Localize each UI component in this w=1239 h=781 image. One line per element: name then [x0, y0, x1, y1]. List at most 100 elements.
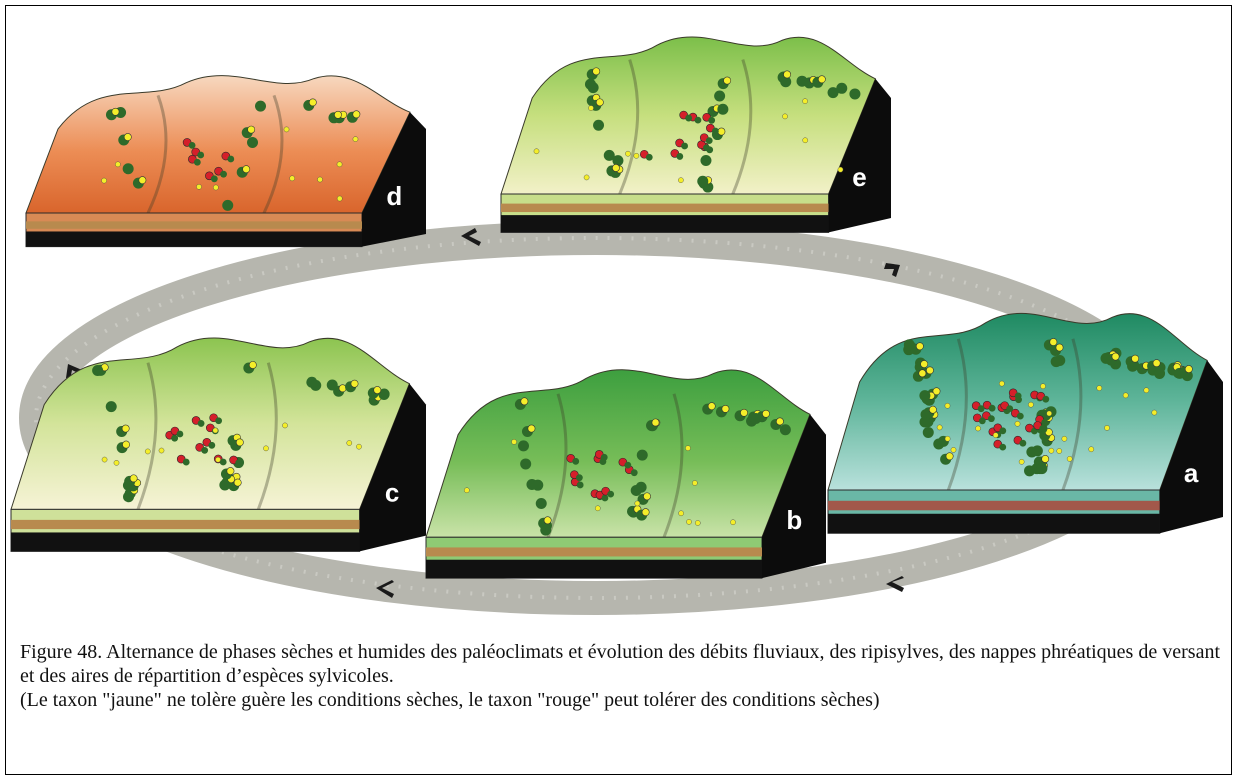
tree-mark [999, 443, 1007, 451]
tree-mark [378, 388, 390, 400]
yellow-taxon-mark [730, 519, 736, 526]
caption-note: (Le taxon "jaune" ne tolère guère les co… [20, 689, 880, 711]
yellow-taxon-mark [928, 405, 937, 414]
yellow-taxon-mark [1041, 455, 1050, 463]
tree-mark [630, 485, 642, 497]
block-side-face [1159, 360, 1223, 534]
tree-mark [600, 453, 608, 461]
tree-mark [587, 82, 599, 94]
yellow-taxon-mark [356, 443, 362, 450]
tree-mark [201, 446, 209, 454]
yellow-taxon-mark [158, 447, 165, 454]
yellow-taxon-mark [918, 369, 927, 378]
tree-mark [624, 461, 632, 469]
tree-mark [247, 137, 259, 149]
tree-mark [517, 440, 529, 452]
tree-mark [703, 144, 710, 152]
tree-mark [535, 497, 547, 509]
yellow-taxon-mark [634, 500, 641, 507]
tree-mark [1016, 412, 1024, 420]
yellow-taxon-mark [1049, 338, 1058, 346]
tree-mark [1039, 425, 1047, 432]
tree-mark [176, 430, 184, 438]
landscape-block-b: b [425, 369, 826, 579]
yellow-taxon-mark [936, 424, 943, 431]
yellow-taxon-mark [762, 409, 770, 418]
tree-mark [310, 379, 322, 391]
yellow-taxon-mark [975, 425, 981, 432]
tree-mark [603, 149, 615, 161]
soil-layer [11, 519, 360, 530]
arrow-icon-e-to-a [884, 263, 900, 277]
yellow-taxon-mark [802, 137, 809, 144]
tree-mark [1100, 352, 1112, 364]
yellow-taxon-mark [1055, 343, 1064, 352]
tree-mark [676, 153, 684, 160]
tree-mark [123, 491, 135, 503]
tree-mark [220, 170, 227, 178]
tree-mark [593, 119, 605, 131]
tree-mark [188, 142, 196, 149]
yellow-taxon-mark [920, 360, 929, 368]
arrow-icon-b-to-c [376, 580, 394, 598]
yellow-taxon-mark [212, 427, 219, 434]
block-label-c: c [385, 477, 399, 507]
block-surface [25, 75, 411, 214]
tree-mark [601, 494, 609, 502]
yellow-taxon-mark [233, 478, 242, 487]
tree-mark [92, 364, 104, 376]
yellow-taxon-mark [1061, 435, 1068, 442]
yellow-taxon-mark [215, 456, 221, 463]
yellow-taxon-mark [373, 386, 382, 394]
tree-mark [645, 153, 653, 161]
tree-mark [697, 175, 709, 187]
tree-mark [636, 449, 648, 461]
soil-layer [426, 547, 762, 557]
yellow-taxon-mark [707, 402, 716, 411]
yellow-taxon-mark [289, 175, 295, 182]
valley-line [946, 338, 968, 491]
yellow-taxon-mark [1096, 385, 1103, 391]
tree-mark [827, 87, 839, 99]
tree-mark [711, 127, 719, 135]
yellow-taxon-mark [520, 397, 529, 406]
tree-mark [922, 426, 934, 438]
yellow-taxon-mark [196, 184, 202, 190]
yellow-taxon-mark [802, 98, 808, 104]
yellow-taxon-mark [352, 110, 361, 119]
yellow-taxon-mark [1151, 409, 1158, 416]
tree-mark [208, 441, 216, 449]
yellow-taxon-mark [1018, 459, 1025, 465]
caption-main: Figure 48. Alternance de phases sèches e… [20, 641, 1220, 687]
yellow-taxon-mark [1184, 365, 1193, 373]
tree-mark [612, 155, 624, 167]
block-label-a: a [1184, 458, 1199, 488]
tree-mark [999, 427, 1007, 435]
bedrock-layer [828, 513, 1160, 534]
yellow-taxon-mark [1104, 425, 1110, 431]
tree-mark [520, 458, 532, 470]
yellow-taxon-mark [1040, 383, 1046, 390]
landscape-block-d: d [25, 75, 426, 248]
tree-mark [219, 479, 231, 491]
yellow-taxon-mark [595, 98, 604, 107]
block-label-d: d [386, 181, 402, 211]
tree-mark [326, 379, 338, 391]
tree-mark [988, 404, 996, 412]
yellow-taxon-mark [235, 438, 244, 447]
yellow-taxon-mark [775, 417, 784, 426]
block-side-face [362, 112, 426, 247]
tree-mark [255, 100, 267, 112]
valley-line [618, 59, 640, 195]
yellow-taxon-mark [350, 379, 359, 388]
tree-mark [575, 474, 583, 482]
tree-mark [182, 458, 190, 466]
tree-mark [576, 481, 584, 489]
yellow-taxon-mark [242, 165, 251, 174]
tree-mark [532, 479, 544, 491]
yellow-taxon-mark [1028, 401, 1034, 408]
figure-caption: Figure 48. Alternance de phases sèches e… [20, 640, 1220, 712]
yellow-taxon-mark [740, 408, 748, 417]
